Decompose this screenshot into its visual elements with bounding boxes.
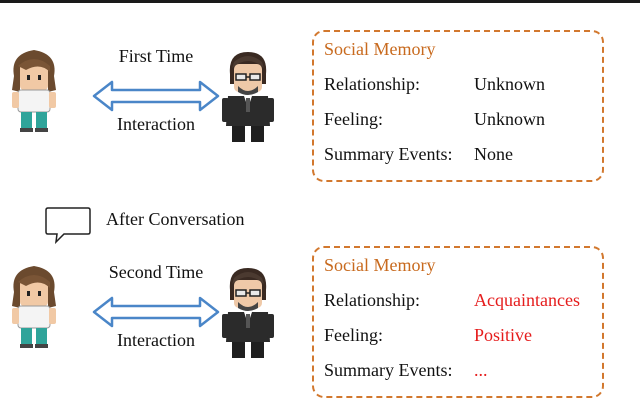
man-character-icon (216, 262, 280, 362)
memory-title: Social Memory (324, 39, 436, 59)
arrow-top-label: Second Time (108, 262, 204, 282)
field-value: ... (474, 360, 488, 380)
arrow-bottom-label: Interaction (117, 114, 195, 134)
field-key: Summary Events: (324, 144, 453, 164)
field-key: Feeling: (324, 325, 383, 345)
social-memory-box: Social Memory Relationship: Acquaintance… (312, 246, 604, 398)
arrow-top-label: First Time (118, 46, 194, 66)
field-key: Relationship: (324, 74, 420, 94)
field-key: Relationship: (324, 290, 420, 310)
double-arrow-icon (92, 294, 220, 335)
man-character-icon (216, 46, 280, 146)
double-arrow-icon (92, 78, 220, 119)
field-value: Unknown (474, 74, 545, 94)
social-memory-box: Social Memory Relationship: Unknown Feel… (312, 30, 604, 182)
field-key: Summary Events: (324, 360, 453, 380)
speech-bubble-icon (44, 206, 92, 249)
field-key: Feeling: (324, 109, 383, 129)
first-interaction-panel: First Time Interaction Social Memory Rel… (0, 22, 640, 202)
field-value: None (474, 144, 513, 164)
field-value: Positive (474, 325, 533, 345)
after-conversation-label: After Conversation (106, 209, 245, 229)
girl-character-icon (4, 46, 64, 134)
field-value: Unknown (474, 109, 545, 129)
memory-title: Social Memory (324, 255, 436, 275)
girl-character-icon (4, 262, 64, 350)
field-value: Acquaintances (474, 290, 580, 310)
second-interaction-panel: Second Time Interaction Social Memory Re… (0, 238, 640, 418)
top-rule (0, 0, 640, 3)
arrow-bottom-label: Interaction (117, 330, 195, 350)
